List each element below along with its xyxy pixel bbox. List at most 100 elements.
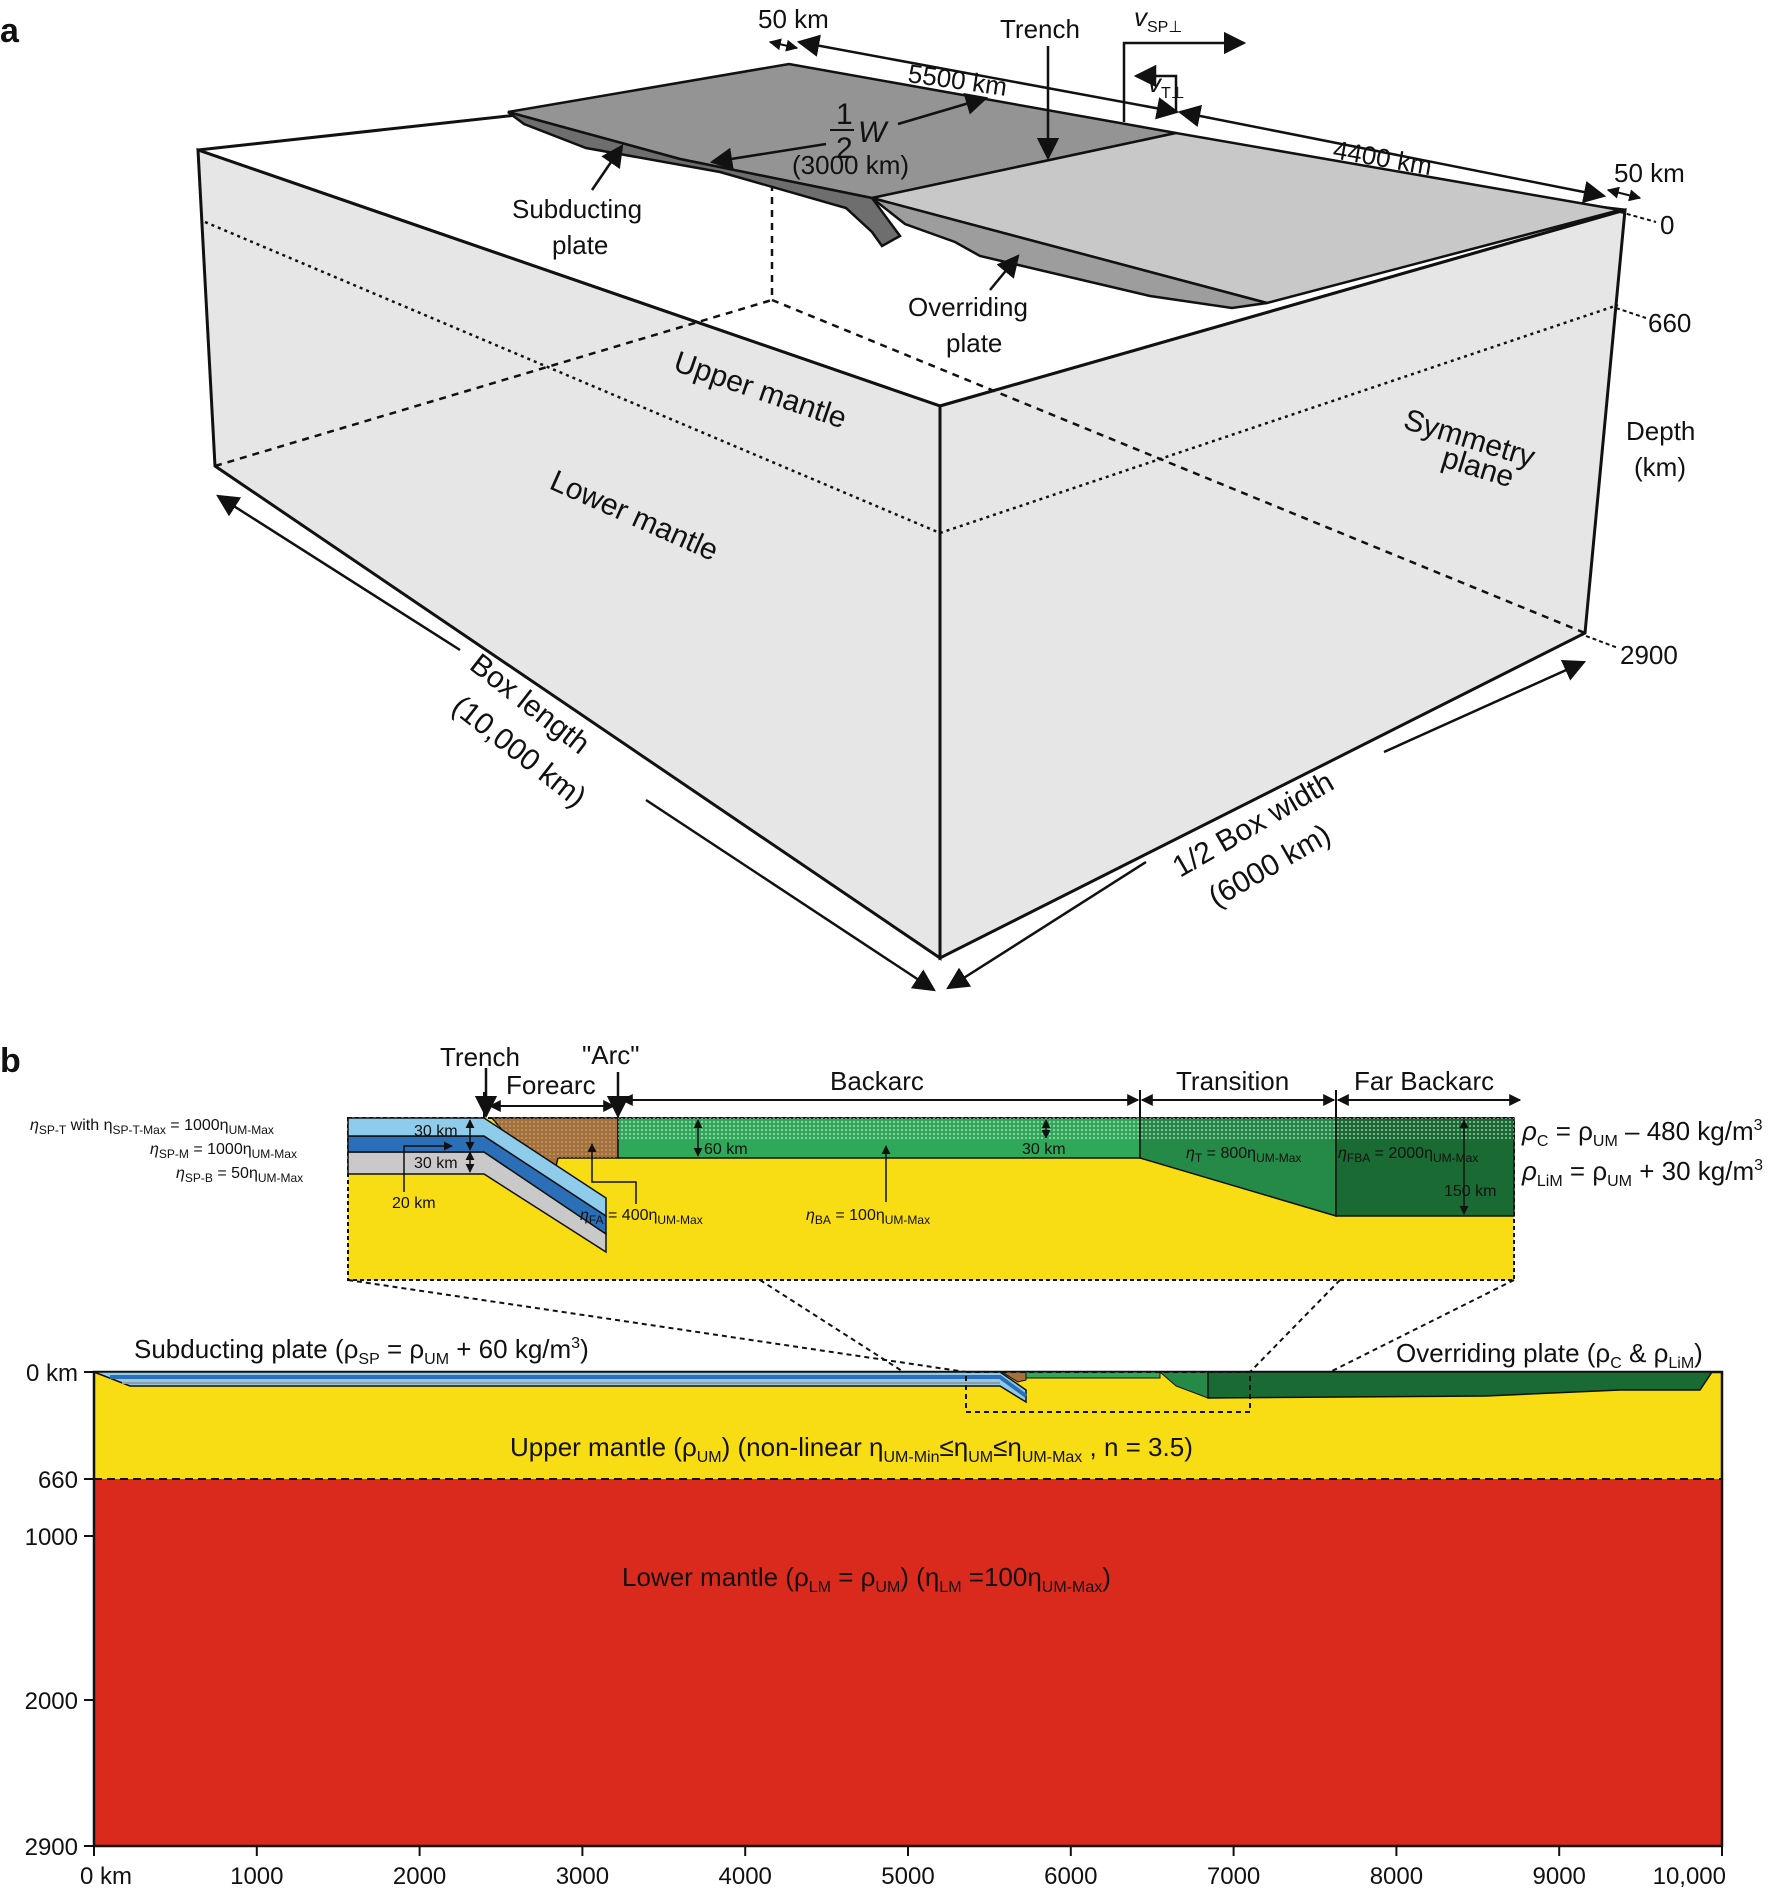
v-sp-label: vSP⊥ [1134, 2, 1182, 36]
overriding-plate-label-line1: Overriding [908, 292, 1028, 322]
overriding-plate-label-b: Overriding plate (ρC & ρLiM) [1396, 1338, 1703, 1372]
upper-lower-mantle-boundary [204, 220, 1619, 535]
subducting-plate-mid-layer [110, 1375, 1028, 1398]
lower-mantle-region [94, 1479, 1722, 1846]
zoom-connector-3 [1249, 1279, 1341, 1373]
half-w-arrow-left [709, 142, 827, 170]
half-w-numerator: 1 [836, 98, 853, 131]
half-w-arrow-right [897, 92, 989, 126]
x-axis-tick-label: 2000 [393, 1863, 446, 1890]
eta-fa-label: ηFA = 400ηUM-Max [580, 1207, 703, 1227]
thick-60: 60 km [704, 1141, 748, 1158]
depth-axis-tick-label: 2900 [25, 1834, 78, 1861]
depth-2900: 2900 [1620, 640, 1678, 670]
depth-660: 660 [1648, 308, 1691, 338]
overriding-forearc-full [1000, 1371, 1027, 1383]
hidden-back-bottom-edge [771, 298, 1586, 635]
backarc-label: Backarc [830, 1066, 924, 1096]
dim-50km-right-arrow [1606, 186, 1642, 202]
dim-5500km-arrow [796, 34, 1180, 120]
depth-tick-2900 [1585, 635, 1619, 649]
half-w-denominator: 2 [836, 132, 853, 165]
panel-b: b Trench Forearc "Arc" Backarc [0, 1040, 1763, 1890]
dim-4400km-arrow [1177, 104, 1607, 204]
depth-0: 0 [1660, 210, 1674, 240]
v-t-arrow [1133, 64, 1178, 112]
eta-ba-label: ηBA = 100ηUM-Max [806, 1207, 930, 1227]
depth-axis-tick-label: 2000 [25, 1688, 78, 1715]
panel-a: a 50 km 5500 km 4400 km 50 km Trench vSP… [0, 2, 1695, 992]
eta-fba-label: ηFBA = 2000ηUM-Max [1338, 1145, 1478, 1165]
half-w-km: (3000 km) [792, 150, 909, 180]
thick-30c: 30 km [1022, 1141, 1066, 1158]
box-width-arrow-lower [946, 860, 1147, 990]
box-right-face [938, 207, 1627, 961]
full-cross-section: Upper mantle (ρUM) (non-linear ηUM-Min≤η… [92, 1334, 1724, 1848]
subducting-plate-label-line2: plate [552, 230, 608, 260]
x-axis-tick-label: 6000 [1044, 1863, 1097, 1890]
x-axis-tick-label: 1000 [230, 1863, 283, 1890]
eta-sp-b-label: ηSP-B = 50ηUM-Max [176, 1165, 303, 1185]
rho-c-label: ρC = ρUM – 480 kg/m3 [1521, 1116, 1763, 1150]
subducting-plate-full [93, 1371, 1027, 1404]
box-width-arrow-upper [1383, 660, 1587, 754]
thick-20-pointer [403, 1141, 453, 1192]
forearc-label: Forearc [506, 1070, 596, 1100]
far-backarc-label: Far Backarc [1354, 1066, 1494, 1096]
thick-30a: 30 km [414, 1123, 458, 1140]
depth-axis-tick-label: 1000 [25, 1524, 78, 1551]
eta-t-label: ηT = 800ηUM-Max [1186, 1145, 1301, 1165]
subducting-plate-label-line1: Subducting [512, 194, 642, 224]
inset-backarc-dots [618, 1118, 1140, 1140]
subducting-plate-pointer [590, 144, 624, 191]
overriding-plate-edge [871, 196, 1268, 310]
zoom-connector-2 [759, 1279, 967, 1413]
eta-fa-pointer [587, 1143, 637, 1204]
panel-b-letter: b [0, 1042, 21, 1080]
x-axis-tick-label: 5000 [881, 1863, 934, 1890]
box-length-arrow-lower [645, 798, 936, 992]
depth-label-line2: (km) [1634, 452, 1686, 482]
thick-20: 20 km [392, 1195, 436, 1212]
lower-mantle-label-b: Lower mantle (ρLM = ρUM) (ηLM =100ηUM-Ma… [622, 1562, 1111, 1596]
depth-tick-660 [1615, 307, 1647, 319]
arc-label: "Arc" [582, 1040, 639, 1070]
eta-sp-m-label: ηSP-M = 1000ηUM-Max [150, 1141, 297, 1161]
x-axis-tick-label: 10,000 [1653, 1863, 1726, 1890]
overriding-backarc-full [1025, 1371, 1161, 1379]
thick-30b: 30 km [414, 1155, 458, 1172]
eta-sp-t-label: ηSP-T with ηSP-T-Max = 1000ηUM-Max [30, 1117, 274, 1137]
x-axis-tick-label: 4000 [719, 1863, 772, 1890]
x-axis-tick-label: 7000 [1207, 1863, 1260, 1890]
depth-tick-0 [1619, 211, 1657, 223]
x-axis-tick-label: 0 km [80, 1863, 132, 1890]
thick-150: 150 km [1444, 1183, 1496, 1200]
depth-label-line1: Depth [1626, 416, 1695, 446]
trench-label-a: Trench [1000, 14, 1080, 44]
upper-mantle-label-b: Upper mantle (ρUM) (non-linear ηUM-Min≤η… [510, 1432, 1193, 1466]
inset-far-backarc-dots [1336, 1118, 1514, 1140]
panel-a-letter: a [0, 12, 20, 50]
overriding-plate-label-line2: plate [946, 328, 1002, 358]
depth-axis-tick-label: 660 [38, 1467, 78, 1494]
depth-axis: 0 km 660 1000 2000 2900 [25, 1360, 94, 1861]
inset-transition-dots [1140, 1118, 1336, 1140]
rho-lim-label: ρLiM = ρUM + 30 kg/m3 [1521, 1156, 1763, 1190]
v-sp-arrow [1122, 31, 1247, 122]
box-length-arrow-upper [216, 494, 461, 652]
dim-50km-right: 50 km [1614, 158, 1685, 188]
v-t-label: vT⊥ [1148, 68, 1185, 102]
transition-label: Transition [1176, 1066, 1289, 1096]
subducting-plate-label-b: Subducting plate (ρSP = ρUM + 60 kg/m3) [134, 1334, 589, 1368]
x-axis-tick-label: 9000 [1533, 1863, 1586, 1890]
half-w-var: W [858, 116, 889, 149]
x-axis-tick-label: 8000 [1370, 1863, 1423, 1890]
dim-50km-left-arrow [768, 38, 799, 52]
inset-cross-section: Trench Forearc "Arc" Backarc Transition … [30, 1040, 1763, 1281]
overriding-plate-pointer [989, 254, 1020, 291]
depth-axis-tick-label: 0 km [26, 1360, 78, 1387]
dim-50km-left: 50 km [758, 4, 829, 34]
hidden-left-bottom-edge [214, 298, 773, 468]
